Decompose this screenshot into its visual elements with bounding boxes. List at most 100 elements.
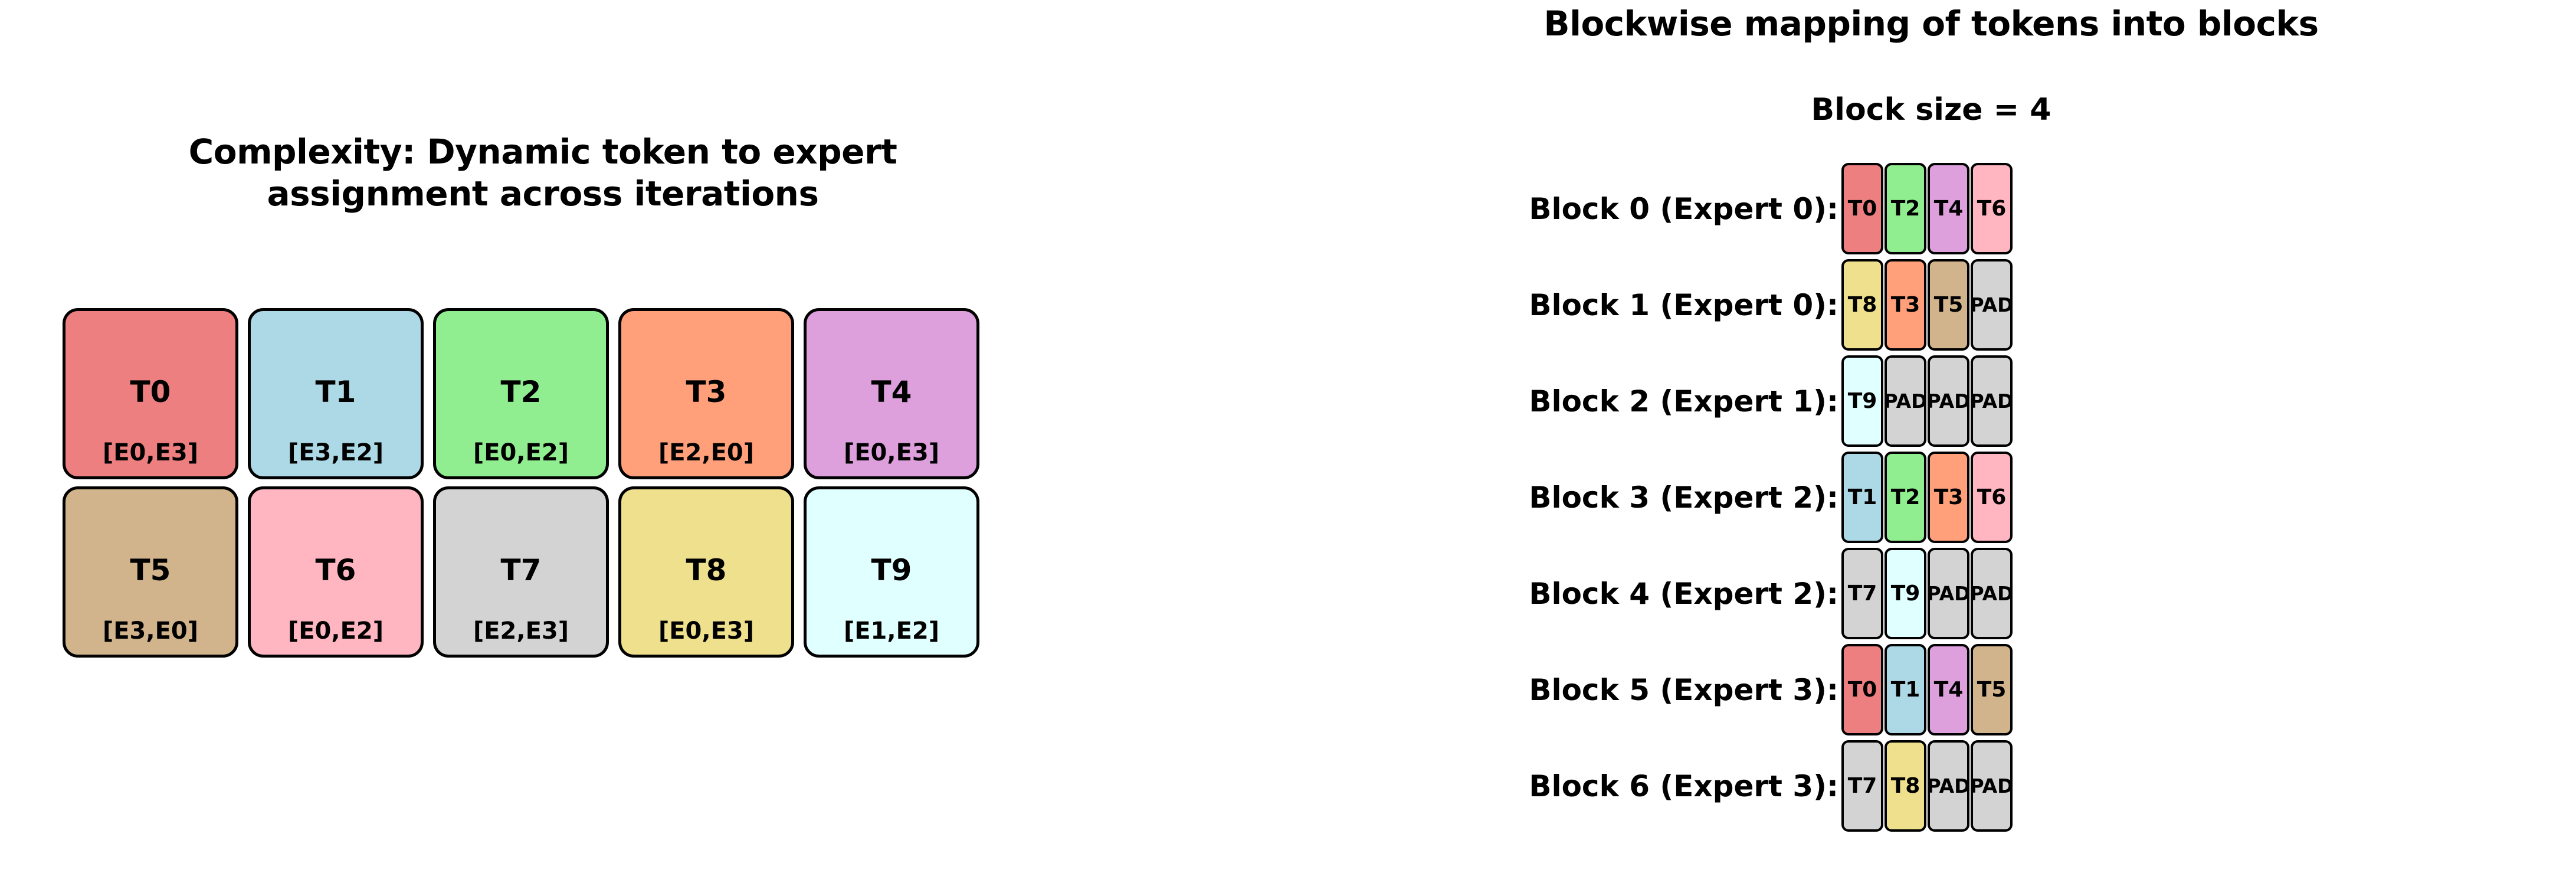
block-cell-slot: T0 [1841,161,1884,257]
block-cell-t5[interactable]: T5 [1928,259,1969,351]
block-row-label: Block 3 (Expert 2): [1529,480,1838,515]
left-panel-title: Complexity: Dynamic token to expert assi… [24,131,1062,215]
block-cell-slot: PAD [1969,738,2014,834]
block-cell-t4[interactable]: T4 [1928,644,1969,735]
block-cell-slot: PAD [1926,545,1971,642]
block-cell-slot: PAD [1926,738,1971,834]
token-assignment-panel: Complexity: Dynamic token to expert assi… [0,0,1286,886]
block-cell-t9[interactable]: T9 [1885,548,1926,639]
block-cell-pad[interactable]: PAD [1926,548,1971,639]
token-box-t3[interactable]: T3 [E2,E0] [618,308,794,479]
token-expert-list: [E0,E2] [287,617,384,645]
block-cell-pad[interactable]: PAD [1926,355,1971,447]
block-cell-t0[interactable]: T0 [1841,644,1883,735]
block-cell-slot: T5 [1927,257,1970,353]
block-cell-pad[interactable]: PAD [1969,259,2014,351]
block-cell-pad[interactable]: PAD [1969,740,2014,832]
block-cell-t3[interactable]: T3 [1928,452,1969,543]
block-cell-slot: T3 [1884,257,1927,353]
block-cell-t2[interactable]: T2 [1885,452,1926,543]
token-expert-list: [E0,E3] [843,439,940,466]
block-cell-t0[interactable]: T0 [1841,163,1883,254]
block-cell-slot: PAD [1926,353,1971,449]
block-row-label: Block 0 (Expert 0): [1529,191,1838,226]
token-id-label: T8 [686,553,727,587]
block-cell-slot: T2 [1884,449,1927,545]
token-box-t9[interactable]: T9 [E1,E2] [804,486,979,658]
block-cell-t1[interactable]: T1 [1885,644,1926,735]
token-cell: T8[E0,E3] [614,483,799,661]
block-cell-pad[interactable]: PAD [1969,548,2014,639]
token-box-t2[interactable]: T2[E0,E2] [433,308,609,479]
block-cell-t6[interactable]: T6 [1971,452,2013,543]
block-cell-slot: T3 [1927,449,1970,545]
block-cell-t3[interactable]: T3 [1885,259,1926,351]
token-box-t7[interactable]: T7[E2,E3] [433,486,609,658]
block-cell-slot: T8 [1884,738,1927,834]
block-cell-slot: PAD [1883,353,1928,449]
block-cell-slot: T2 [1884,161,1927,257]
token-id-label: T9 [871,553,912,587]
block-cell-t7[interactable]: T7 [1841,740,1883,832]
block-cell-pad[interactable]: PAD [1883,355,1928,447]
block-cell-pad[interactable]: PAD [1926,740,1971,832]
token-id-label: T2 [500,375,542,409]
block-cell-slot: T4 [1927,642,1970,738]
block-cell-t5[interactable]: T5 [1971,644,2013,735]
token-cell: T6[E0,E2] [243,483,428,661]
token-id-label: T4 [871,375,912,409]
block-cell-t8[interactable]: T8 [1885,740,1926,832]
block-cell-slot: PAD [1969,257,2014,353]
token-expert-list: [E3,E2] [287,439,384,466]
block-cell-slot: PAD [1969,545,2014,642]
token-expert-list: [E3,E0] [102,617,199,645]
block-cell-slot: T7 [1841,738,1884,834]
block-cell-t2[interactable]: T2 [1885,163,1926,254]
block-row-label: Block 4 (Expert 2): [1529,576,1838,611]
token-id-label: T3 [686,375,727,409]
block-cell-t7[interactable]: T7 [1841,548,1883,639]
token-expert-list: [E0,E3] [102,439,199,466]
block-cell-slot: T6 [1970,449,2013,545]
token-cell: T1[E3,E2] [243,305,428,483]
block-cell-t9[interactable]: T9 [1841,355,1883,447]
token-id-label: T7 [500,553,542,587]
token-id-label: T5 [130,553,171,587]
token-expert-list: [E1,E2] [843,617,940,645]
token-cell: T3 [E2,E0] [614,305,799,483]
block-cell-t8[interactable]: T8 [1841,259,1883,351]
block-cell-pad[interactable]: PAD [1969,355,2014,447]
token-box-t8[interactable]: T8[E0,E3] [618,486,794,658]
block-cell-slot: T4 [1927,161,1970,257]
token-box-t0[interactable]: T0[E0,E3] [63,308,238,479]
token-cell: T9 [E1,E2] [799,483,984,661]
token-box-t6[interactable]: T6[E0,E2] [248,486,424,658]
block-cell-slot: T7 [1841,545,1884,642]
left-title-line-2: assignment across iterations [267,173,819,214]
block-cell-slot: T5 [1970,642,2013,738]
right-panel-title: Blockwise mapping of tokens into blocks [1543,4,2319,44]
token-box-t5[interactable]: T5 [E3,E0] [63,486,238,658]
token-box-t1[interactable]: T1[E3,E2] [248,308,424,479]
block-cell-t6[interactable]: T6 [1971,163,2013,254]
token-cell: T7[E2,E3] [428,483,614,661]
block-row-label: Block 2 (Expert 1): [1529,384,1838,419]
block-cell-t4[interactable]: T4 [1928,163,1969,254]
token-expert-list: [E2,E0] [658,439,755,466]
block-cell-t1[interactable]: T1 [1841,452,1883,543]
token-box-t4[interactable]: T4 [E0,E3] [804,308,979,479]
block-cell-slot: T6 [1970,161,2013,257]
